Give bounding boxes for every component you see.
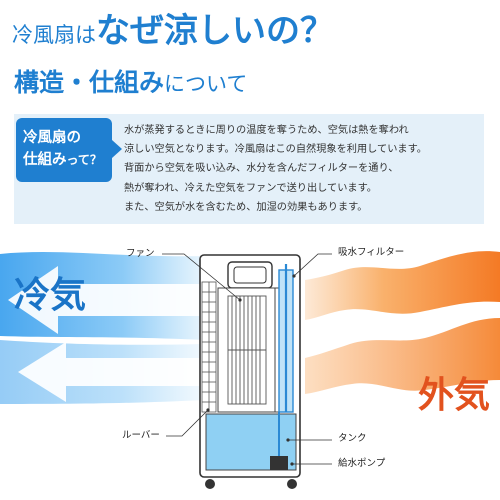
- info-line: 熱が奪われ、冷えた空気をファンで送り出しています。: [124, 182, 377, 194]
- page-title-part1: 冷風扇は: [12, 23, 96, 47]
- tank-label: タンク: [338, 433, 367, 444]
- info-badge: 冷風扇の 仕組みって？: [16, 118, 122, 182]
- filter-leader: [293, 253, 332, 277]
- info-line: また、空気が水を含むため、加湿の効果もあります。: [124, 201, 368, 213]
- louver-leader: [166, 409, 209, 437]
- info-badge-line1: 冷風扇の: [23, 130, 81, 146]
- louver-label: ルーバー: [122, 430, 160, 441]
- warm-air-lower: [305, 318, 500, 394]
- water-pump: [270, 456, 288, 470]
- warm-air-upper: [305, 251, 500, 320]
- wheel-right: [287, 479, 297, 489]
- fan-label: ファン: [126, 248, 155, 259]
- cooler-handle: [227, 261, 273, 289]
- filter-label: 吸水フィルター: [338, 247, 405, 258]
- pump-label: 給水ポンプ: [338, 458, 386, 469]
- page-subtitle-part2: について: [164, 72, 248, 96]
- outside-air-label: 外気: [418, 375, 491, 416]
- info-line: 涼しい空気となります。冷風扇はこの自然現象を利用しています。: [124, 144, 427, 156]
- fan-leader: [162, 253, 241, 301]
- page-title-part2: なぜ涼しいの？: [96, 11, 334, 51]
- page-subtitle-part1: 構造・仕組み: [14, 68, 165, 97]
- fan: [227, 295, 267, 405]
- louver: [201, 281, 217, 413]
- info-line: 水が蒸発するときに周りの温度を奪うため、空気は熱を奪われ: [124, 125, 409, 136]
- page-title: 冷風扇はなぜ涼しいの？: [12, 14, 334, 48]
- info-line: 背面から空気を吸い込み、水分を含んだフィルターを通り、: [124, 163, 399, 175]
- cold-air-arrow-lower: [18, 342, 206, 402]
- wheel-left: [205, 479, 215, 489]
- water-tank: [205, 413, 297, 471]
- cold-air-arrow-upper: [8, 266, 206, 334]
- cold-air-label: 冷気: [14, 275, 87, 316]
- page-subtitle: 構造・仕組みについて: [14, 70, 247, 95]
- info-badge-line2: 仕組みって？: [23, 152, 102, 168]
- info-description: 水が蒸発するときに周りの温度を奪うため、空気は熱を奪われ 涼しい空気となります。…: [124, 121, 484, 217]
